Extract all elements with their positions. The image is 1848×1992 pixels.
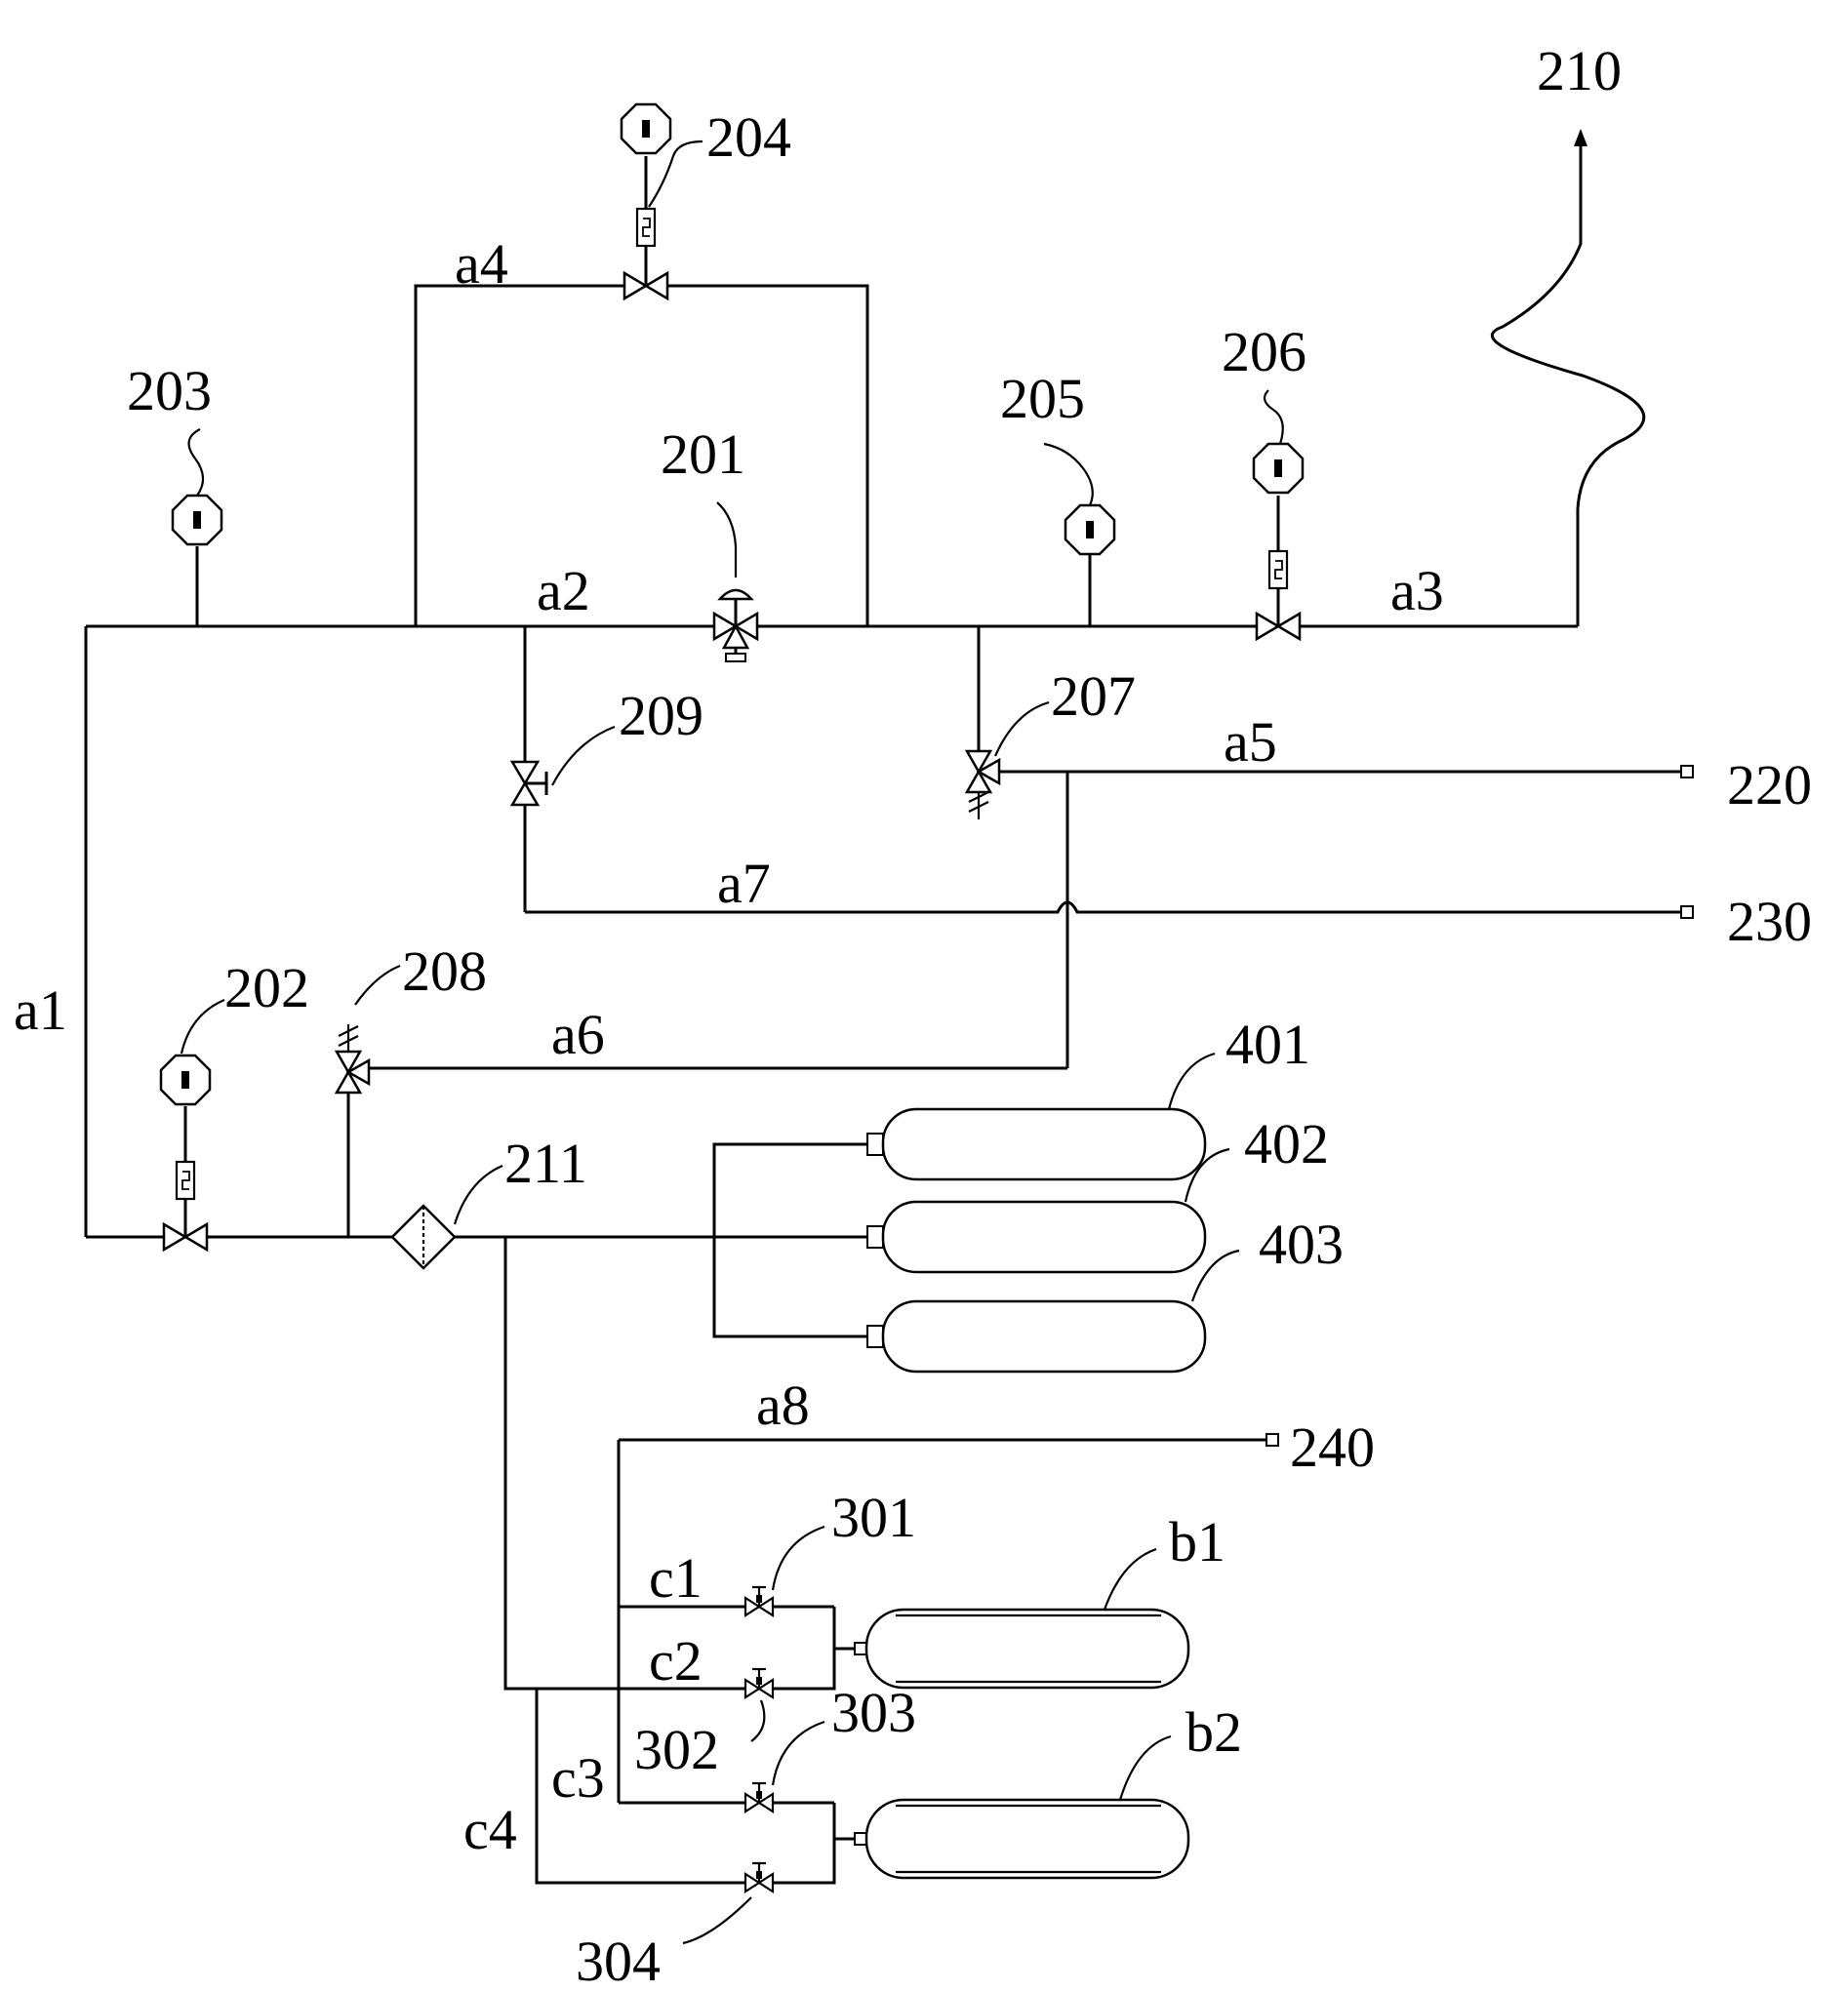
- label-204: 204: [706, 105, 791, 169]
- label-a7: a7: [717, 852, 771, 915]
- control-valve-201: [712, 588, 759, 662]
- gauge-204-icon: [620, 102, 672, 155]
- label-205: 205: [1000, 367, 1085, 430]
- label-a4: a4: [455, 232, 508, 296]
- diagram-labels: 210 204 a4 203 201 205 206 a2 a3 209 207…: [14, 39, 1812, 1992]
- pipe-c4: [535, 1689, 751, 1885]
- pipe-a7: [525, 900, 1681, 914]
- label-206: 206: [1222, 320, 1306, 383]
- label-a5: a5: [1224, 710, 1277, 774]
- label-302: 302: [634, 1718, 719, 1781]
- label-b2: b2: [1185, 1700, 1242, 1764]
- label-401: 401: [1225, 1013, 1310, 1076]
- label-211: 211: [504, 1132, 587, 1195]
- label-c2: c2: [649, 1629, 703, 1693]
- label-230: 230: [1727, 890, 1812, 953]
- label-301: 301: [831, 1486, 916, 1549]
- safety-valve-208: [334, 1024, 371, 1095]
- gauge-205-icon: [1064, 503, 1116, 556]
- label-220: 220: [1727, 753, 1812, 817]
- label-203: 203: [127, 359, 212, 422]
- label-403: 403: [1259, 1213, 1344, 1276]
- gauge-206-icon: [1252, 442, 1305, 495]
- valve-302: [743, 1667, 775, 1699]
- pipe-a4: [414, 284, 869, 626]
- valve-301: [743, 1585, 775, 1617]
- pipe-network: [84, 284, 1694, 1885]
- valve-303: [743, 1781, 775, 1813]
- cylinder-b1: [854, 1608, 1190, 1690]
- gauge-202-icon: [159, 1054, 212, 1106]
- label-a3: a3: [1390, 559, 1444, 622]
- valve-304: [743, 1861, 775, 1893]
- label-402: 402: [1244, 1112, 1329, 1175]
- tank-403: [866, 1299, 1207, 1374]
- label-304: 304: [576, 1930, 661, 1992]
- label-303: 303: [831, 1681, 916, 1744]
- tank-402: [866, 1200, 1207, 1274]
- label-202: 202: [224, 956, 309, 1019]
- label-c4: c4: [463, 1798, 517, 1861]
- safety-valve-207: [964, 749, 1001, 819]
- cylinder-b2: [854, 1798, 1190, 1880]
- label-a6: a6: [551, 1003, 605, 1066]
- label-a1: a1: [14, 978, 67, 1042]
- label-208: 208: [402, 939, 487, 1003]
- coil-210: [1490, 144, 1646, 510]
- label-b1: b1: [1169, 1510, 1225, 1574]
- label-c1: c1: [649, 1546, 703, 1610]
- label-201: 201: [661, 422, 745, 486]
- label-209: 209: [619, 684, 703, 747]
- label-c3: c3: [551, 1746, 605, 1810]
- gauge-203-icon: [171, 494, 223, 546]
- tank-401: [866, 1107, 1207, 1181]
- coil-arrow-icon: [1574, 129, 1587, 146]
- label-207: 207: [1051, 664, 1136, 728]
- label-a8: a8: [756, 1374, 810, 1437]
- filter-211: [390, 1204, 457, 1270]
- label-240: 240: [1290, 1415, 1375, 1479]
- leader-lines: [180, 139, 1284, 1945]
- label-a2: a2: [537, 559, 590, 622]
- label-210: 210: [1537, 39, 1622, 102]
